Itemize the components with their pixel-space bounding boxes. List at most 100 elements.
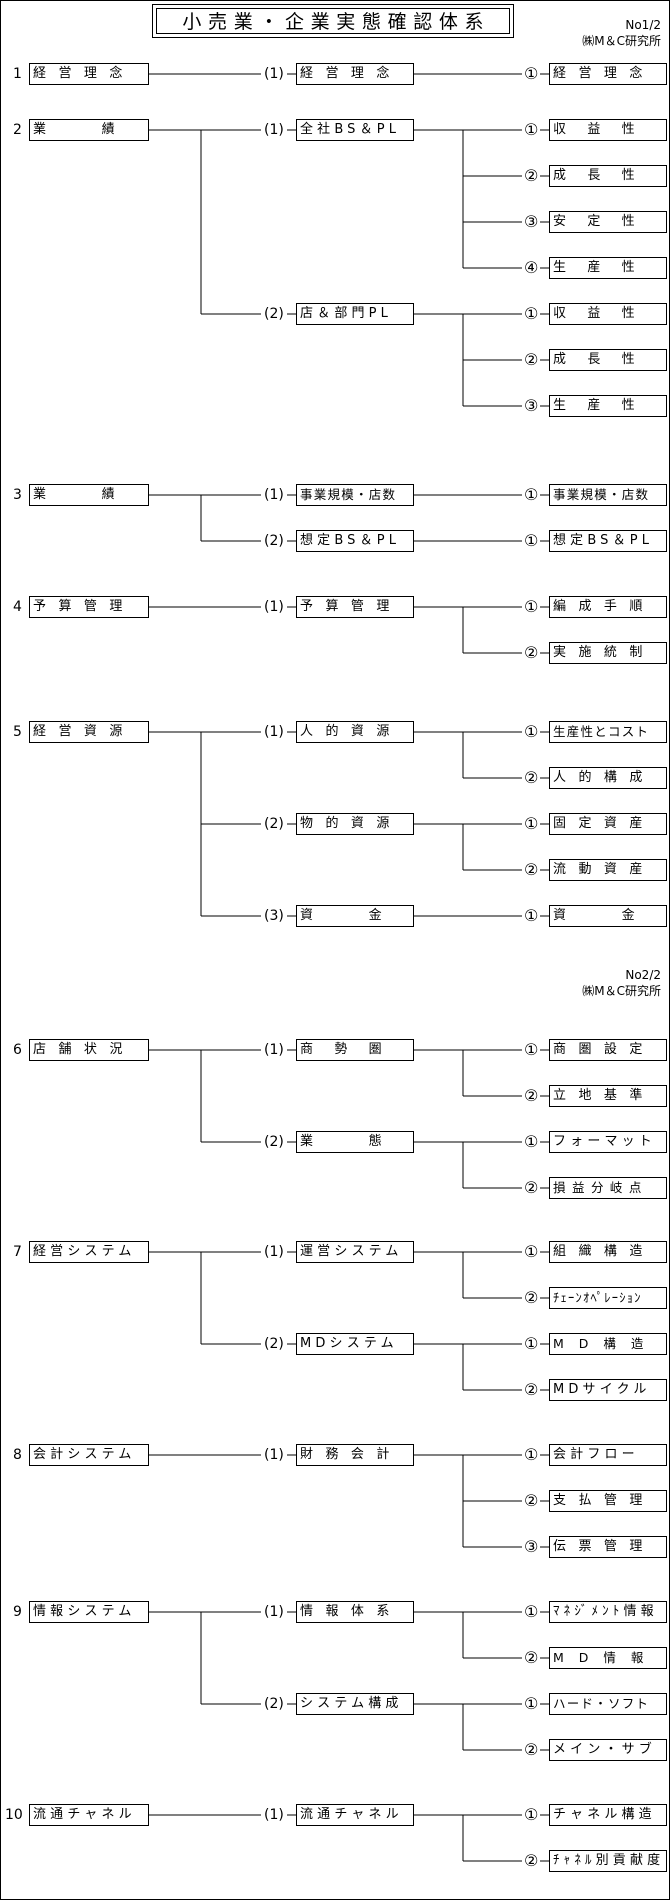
group-number: 9 — [13, 1604, 22, 1620]
leaf-label-box: 生 産 性 — [549, 395, 667, 417]
leaf-number: ① — [522, 813, 541, 835]
item-label-box: 資 金 — [296, 905, 414, 927]
leaf-number: ③ — [522, 395, 541, 417]
item-number: (2) — [261, 1131, 287, 1153]
group-label-box: 業 績 — [29, 484, 149, 506]
leaf-label-box: 成 長 性 — [549, 165, 667, 187]
leaf-number: ② — [522, 1379, 541, 1401]
group-number: 6 — [13, 1042, 22, 1058]
leaf-label-box: 収 益 性 — [549, 303, 667, 325]
leaf-number: ② — [522, 1739, 541, 1761]
item-number: (1) — [261, 1039, 287, 1061]
leaf-number: ① — [522, 721, 541, 743]
leaf-label-box: 資 金 — [549, 905, 667, 927]
leaf-number: ① — [522, 119, 541, 141]
leaf-label-box: 収 益 性 — [549, 119, 667, 141]
item-number: (1) — [261, 596, 287, 618]
leaf-label-box: 流 動 資 産 — [549, 859, 667, 881]
leaf-label-box: 生 産 性 — [549, 257, 667, 279]
leaf-label-box: ﾁｪｰﾝｵﾍﾟﾚｰｼｮﾝ — [549, 1287, 667, 1309]
item-label-box: 物 的 資 源 — [296, 813, 414, 835]
item-label-box: 商 勢 圏 — [296, 1039, 414, 1061]
group-label-box: 経 営 資 源 — [29, 721, 149, 743]
item-number: (2) — [261, 813, 287, 835]
leaf-number: ② — [522, 1177, 541, 1199]
leaf-label-box: 伝 票 管 理 — [549, 1536, 667, 1558]
page-title: 小売業・企業実態確認体系 — [156, 8, 510, 34]
leaf-label-box: 実 施 統 制 — [549, 642, 667, 664]
item-label-box: 財 務 会 計 — [296, 1444, 414, 1466]
item-label-box: 店＆部門PL — [296, 303, 414, 325]
group-number: 1 — [13, 66, 22, 82]
leaf-label-box: 経 営 理 念 — [549, 63, 667, 85]
leaf-label-box: チャネル構造 — [549, 1804, 667, 1826]
leaf-number: ① — [522, 1693, 541, 1715]
leaf-number: ① — [522, 1333, 541, 1355]
leaf-label-box: 編 成 手 順 — [549, 596, 667, 618]
group-number: 5 — [13, 724, 22, 740]
company-name-1: ㈱M＆C研究所 — [582, 34, 661, 48]
leaf-label-box: ﾏﾈｼﾞﾒﾝﾄ情報 — [549, 1601, 667, 1623]
leaf-label-box: 固 定 資 産 — [549, 813, 667, 835]
item-number: (2) — [261, 1333, 287, 1355]
item-number: (1) — [261, 1804, 287, 1826]
leaf-number: ① — [522, 1241, 541, 1263]
item-number: (2) — [261, 303, 287, 325]
leaf-label-box: 支 払 管 理 — [549, 1490, 667, 1512]
group-number: 4 — [13, 599, 22, 615]
leaf-number: ② — [522, 642, 541, 664]
leaf-label-box: M D 情 報 — [549, 1647, 667, 1669]
group-label-box: 流通チャネル — [29, 1804, 149, 1826]
leaf-label-box: 立 地 基 準 — [549, 1085, 667, 1107]
leaf-label-box: 損 益 分 岐 点 — [549, 1177, 667, 1199]
leaf-number: ③ — [522, 211, 541, 233]
leaf-number: ② — [522, 1085, 541, 1107]
item-number: (1) — [261, 1241, 287, 1263]
item-label-box: 流通チャネル — [296, 1804, 414, 1826]
leaf-label-box: ﾁｬﾈﾙ別貢献度 — [549, 1850, 667, 1872]
item-number: (1) — [261, 1601, 287, 1623]
leaf-number: ② — [522, 1850, 541, 1872]
leaf-label-box: M D 構 造 — [549, 1333, 667, 1355]
company-name-2: ㈱M＆C研究所 — [582, 984, 661, 998]
leaf-label-box: 想定BS＆PL — [549, 530, 667, 552]
group-number: 2 — [13, 122, 22, 138]
leaf-number: ② — [522, 165, 541, 187]
leaf-label-box: 事業規模・店数 — [549, 484, 667, 506]
leaf-label-box: 会計フロー — [549, 1444, 667, 1466]
leaf-label-box: ハード・ソフト — [549, 1693, 667, 1715]
leaf-label-box: 成 長 性 — [549, 349, 667, 371]
item-number: (3) — [261, 905, 287, 927]
leaf-number: ④ — [522, 257, 541, 279]
item-label-box: 経 営 理 念 — [296, 63, 414, 85]
item-label-box: 予 算 管 理 — [296, 596, 414, 618]
leaf-number: ① — [522, 530, 541, 552]
leaf-number: ① — [522, 1444, 541, 1466]
item-label-box: 情 報 体 系 — [296, 1601, 414, 1623]
item-label-box: 運営システム — [296, 1241, 414, 1263]
leaf-number: ① — [522, 303, 541, 325]
leaf-number: ① — [522, 63, 541, 85]
item-number: (1) — [261, 119, 287, 141]
leaf-number: ① — [522, 905, 541, 927]
group-label-box: 業 績 — [29, 119, 149, 141]
item-number: (1) — [261, 1444, 287, 1466]
leaf-label-box: 安 定 性 — [549, 211, 667, 233]
group-label-box: 会計システム — [29, 1444, 149, 1466]
item-label-box: 人 的 資 源 — [296, 721, 414, 743]
leaf-number: ③ — [522, 1536, 541, 1558]
item-number: (1) — [261, 63, 287, 85]
leaf-number: ② — [522, 1647, 541, 1669]
group-number: 8 — [13, 1447, 22, 1463]
group-number: 3 — [13, 487, 22, 503]
leaf-label-box: 商 圏 設 定 — [549, 1039, 667, 1061]
group-label-box: 予 算 管 理 — [29, 596, 149, 618]
leaf-number: ① — [522, 1039, 541, 1061]
item-label-box: システム構成 — [296, 1693, 414, 1715]
group-label-box: 経営システム — [29, 1241, 149, 1263]
leaf-number: ① — [522, 1804, 541, 1826]
group-label-box: 店 舗 状 況 — [29, 1039, 149, 1061]
item-label-box: 全社BS＆PL — [296, 119, 414, 141]
leaf-label-box: MDサイクル — [549, 1379, 667, 1401]
